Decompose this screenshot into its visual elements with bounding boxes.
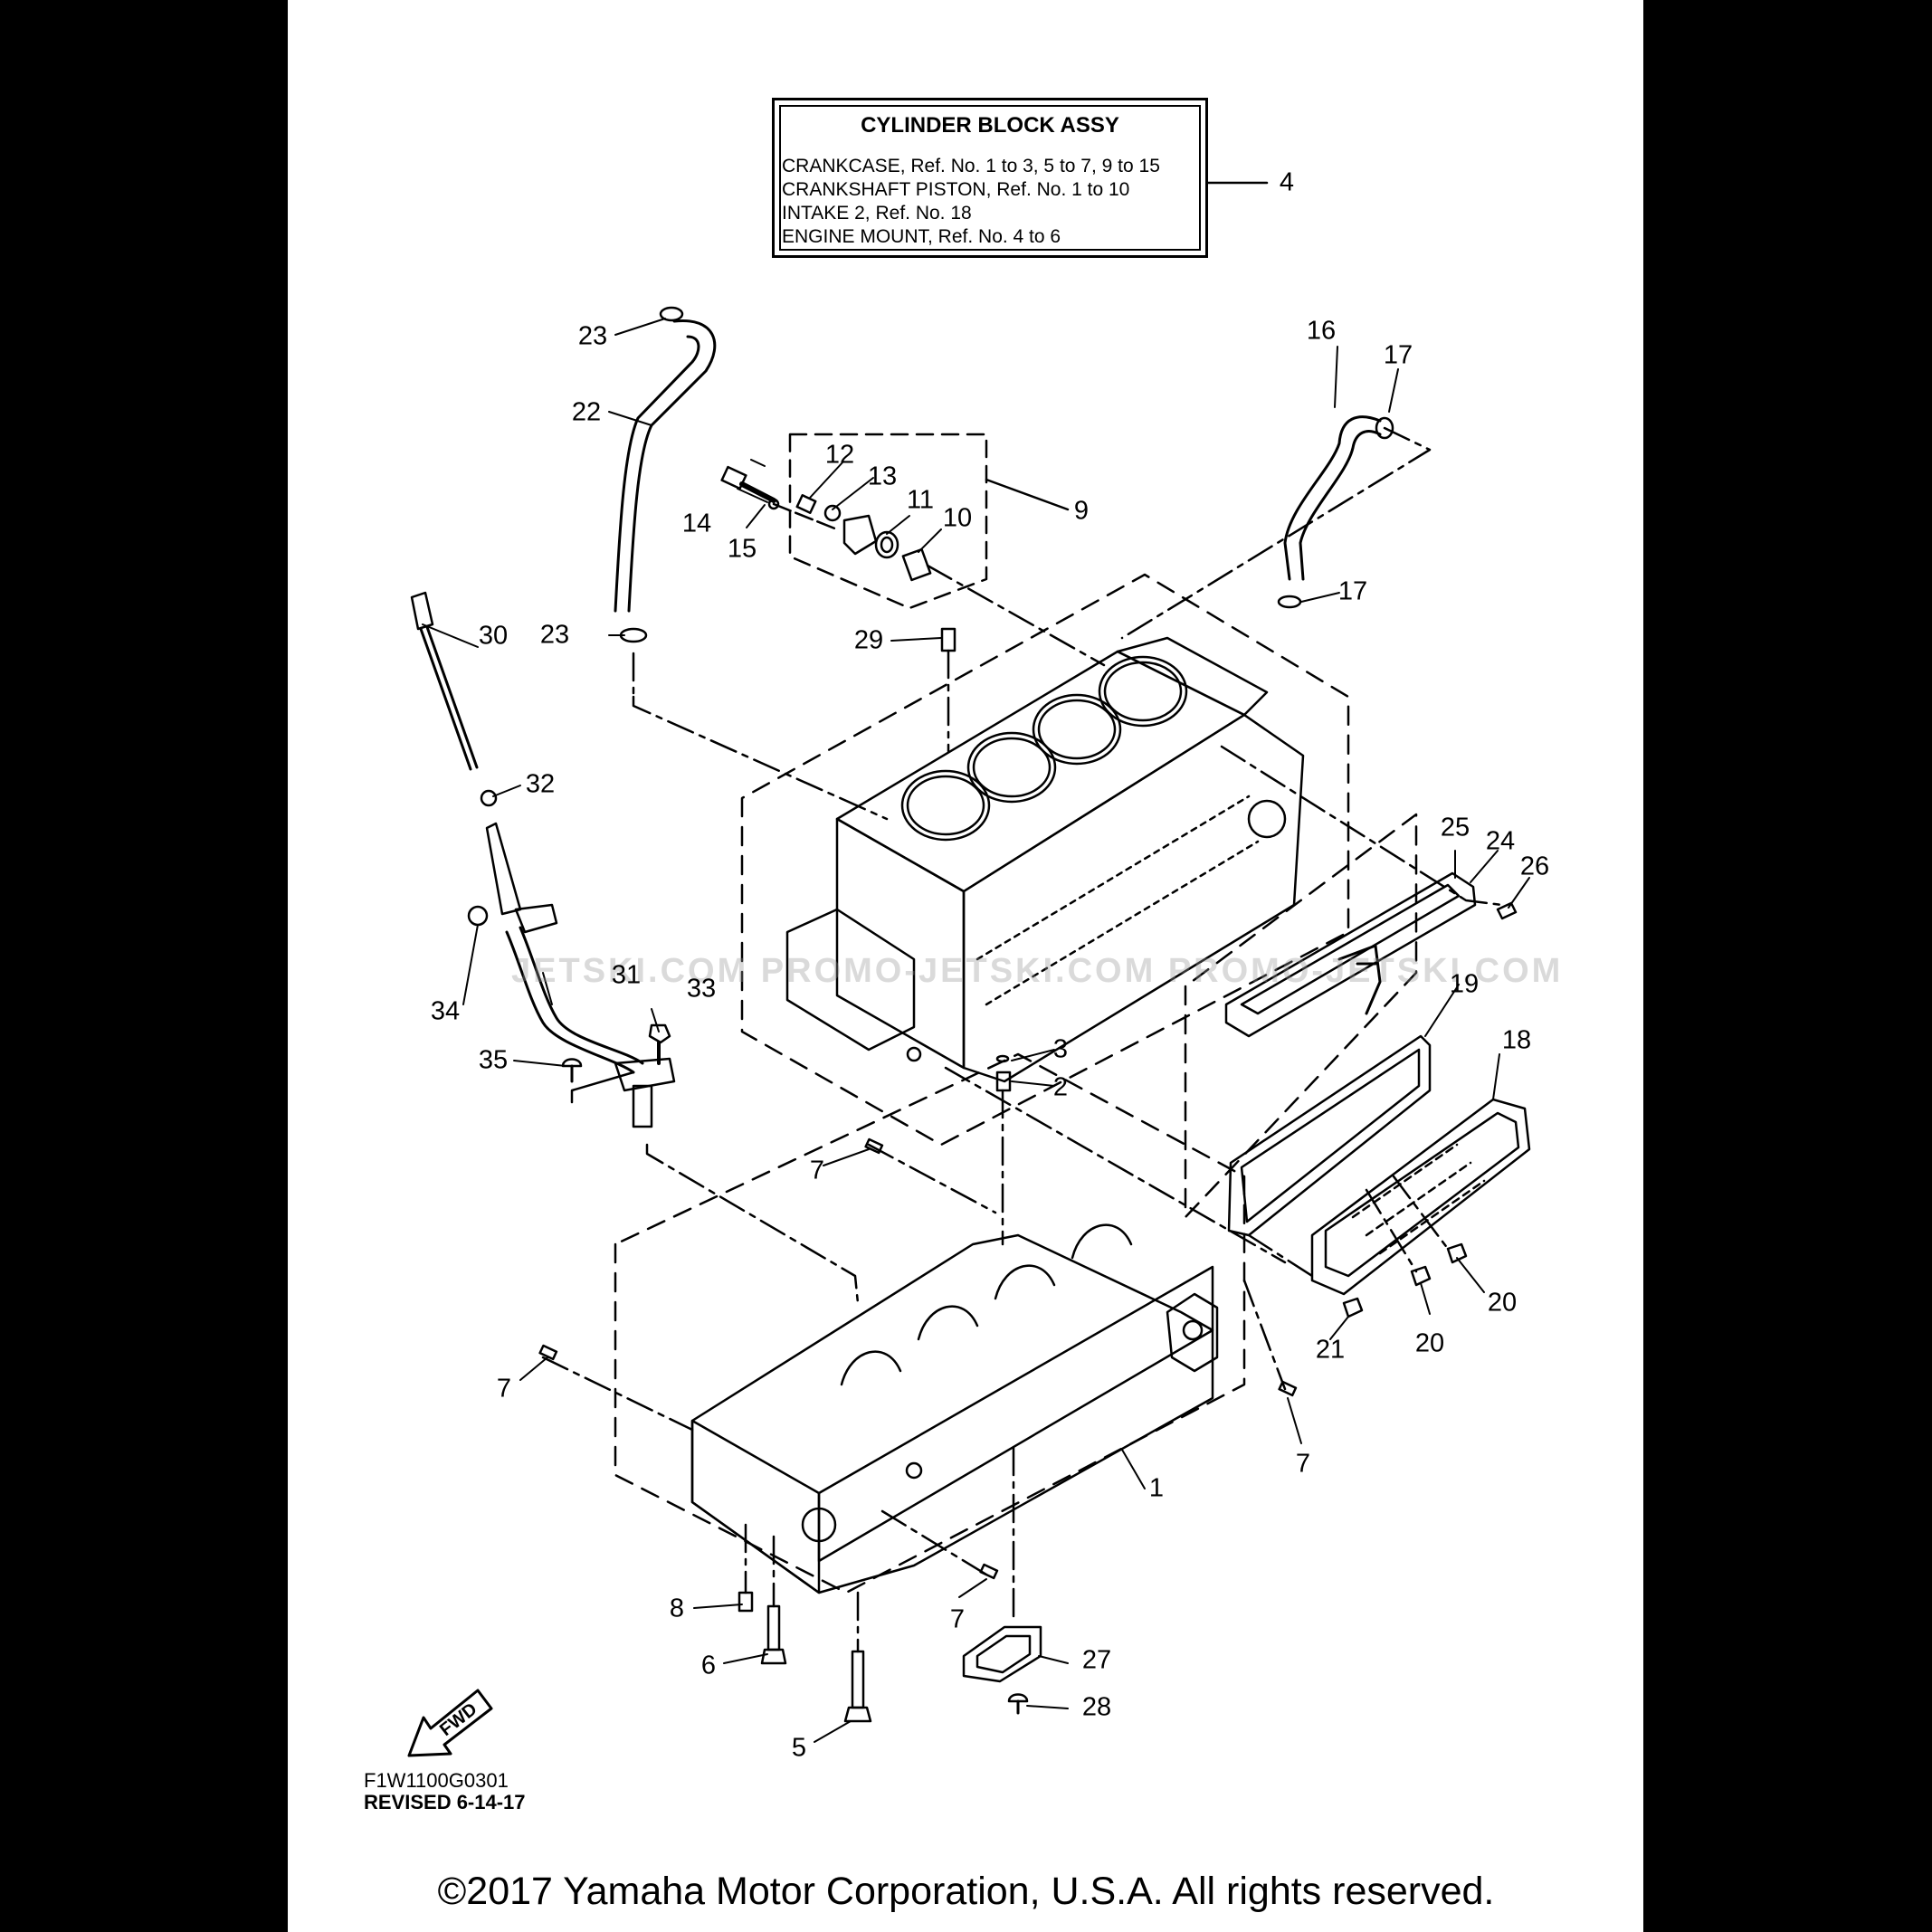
title-box-inner-border [779,105,1201,251]
tube-31-drawing [505,926,860,1305]
dowel-29-drawing [940,627,956,753]
callout-17-bottom: 17 [1337,576,1368,606]
callout-2: 2 [1052,1072,1069,1102]
callout-7-left: 7 [496,1374,512,1404]
watermark: JETSKI.COM PROMO-JETSKI.COM PROMO-JETSKI… [511,952,1564,990]
callout-3: 3 [1052,1034,1069,1064]
assy-heading: CYLINDER BLOCK ASSY [861,113,1119,138]
gasket-19-drawing [1227,1034,1432,1237]
cover-18-drawing [1247,1098,1531,1318]
dowel-2-3-drawing [995,1054,1012,1246]
crankcase-drawing [541,1143,1287,1622]
callout-14: 14 [681,509,712,538]
callout-20-lower: 20 [1414,1328,1445,1358]
callout-10: 10 [942,503,973,533]
strainer-27-drawing [962,1625,1042,1715]
callout-7-upper: 7 [809,1156,825,1185]
hose-22-drawing [614,306,889,821]
callout-8: 8 [669,1594,685,1623]
callout-4: 4 [1279,167,1295,197]
callout-7-bottom: 7 [949,1604,966,1634]
callout-34: 34 [430,996,461,1026]
forward-arrow-icon: FWD [405,1681,496,1763]
callout-7-right: 7 [1295,1449,1311,1479]
callout-24: 24 [1485,826,1516,856]
crankcase-enclosure [614,1052,1246,1594]
callout-11: 11 [906,485,935,515]
callout-20-upper: 20 [1487,1288,1518,1318]
dowels-7-drawing [538,1137,1298,1580]
callout-19: 19 [1449,969,1480,999]
drawing-code-block: F1W1100G0301 REVISED 6-14-17 [364,1770,526,1813]
callout-26: 26 [1519,852,1550,881]
callout-30: 30 [478,621,509,651]
callout-22: 22 [571,397,602,427]
bolts-5-6-pin-8-drawing [738,1523,872,1723]
callout-25: 25 [1440,813,1470,842]
callout-28: 28 [1081,1692,1112,1722]
callout-31: 31 [611,960,642,990]
dipstick-30-drawing [410,591,558,934]
cylinder-block-assy-box: CYLINDER BLOCK ASSY CRANKCASE, Ref. No. … [772,98,1208,258]
callout-1: 1 [1148,1473,1165,1503]
assy-line-crankcase: CRANKCASE, Ref. No. 1 to 3, 5 to 7, 9 to… [782,156,1160,176]
assy-line-engine-mount: ENGINE MOUNT, Ref. No. 4 to 6 [782,226,1061,247]
assy-line-intake: INTAKE 2, Ref. No. 18 [782,203,972,224]
callout-21: 21 [1315,1335,1346,1365]
drawing-code: F1W1100G0301 [364,1769,509,1792]
revision-note: REVISED 6-14-17 [364,1791,526,1813]
callout-35: 35 [478,1045,509,1075]
callout-15: 15 [727,534,757,564]
intake-enclosure [1184,813,1418,1219]
callout-27: 27 [1081,1645,1112,1675]
cylinder-block-enclosure [740,573,1350,1147]
part-9-drawing [720,465,1106,667]
callout-5: 5 [791,1733,807,1763]
callout-29: 29 [853,625,884,655]
assy-contents: CRANKCASE, Ref. No. 1 to 3, 5 to 7, 9 to… [782,155,1160,249]
intake-25-24-drawing [1224,871,1518,1038]
callout-18: 18 [1501,1025,1532,1055]
callout-12: 12 [824,440,855,470]
diagram-sheet [288,0,1643,1932]
callout-32: 32 [525,769,556,799]
callout-leaders [422,318,1530,1743]
copyright-notice: ©2017 Yamaha Motor Corporation, U.S.A. A… [437,1870,1495,1913]
callout-6: 6 [700,1651,717,1680]
cylinder-block-drawing [785,636,1504,1264]
callout-9: 9 [1073,496,1090,526]
leader-9 [985,478,1070,511]
callout-13: 13 [867,462,898,491]
callout-33: 33 [686,974,717,1004]
hose-16-drawing [1120,415,1432,640]
callout-23-top: 23 [577,321,608,351]
callout-23-bottom: 23 [539,620,570,650]
group-9-outline [788,433,988,610]
callout-16: 16 [1306,316,1337,346]
assy-line-crankshaft-piston: CRANKSHAFT PISTON, Ref. No. 1 to 10 [782,179,1130,200]
callout-17-top: 17 [1383,340,1413,370]
